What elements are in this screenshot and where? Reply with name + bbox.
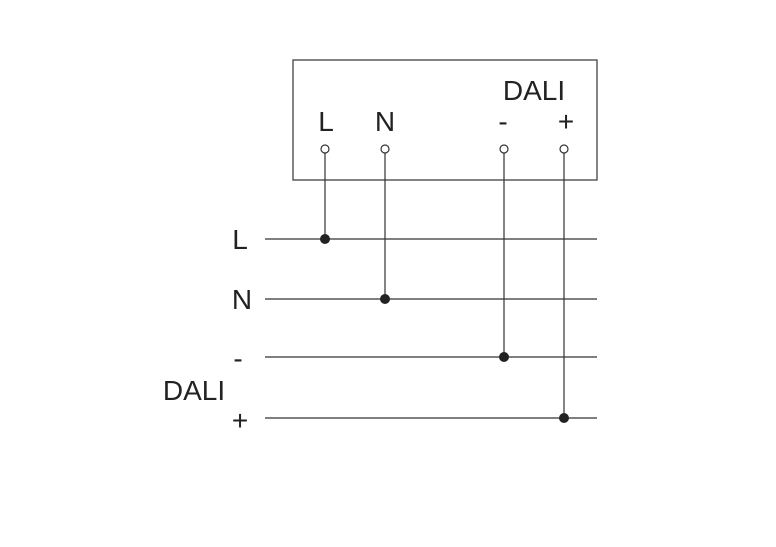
device-box <box>292 59 598 181</box>
terminal-n <box>380 144 390 154</box>
junction-n <box>380 294 390 304</box>
bus-label-dali-plus: + <box>232 405 248 436</box>
bus-dali-label: DALI <box>163 375 225 406</box>
junction-dali-minus <box>499 352 509 362</box>
bus-label-l: L <box>232 224 248 255</box>
bus-label-n: N <box>232 284 252 315</box>
terminal-dali-minus <box>499 144 509 154</box>
terminal-dali-plus <box>559 144 569 154</box>
device-terminal-label-n: N <box>375 106 395 137</box>
terminal-l <box>320 144 330 154</box>
device-terminal-label-l: L <box>318 106 334 137</box>
device-dali-label: DALI <box>503 75 565 106</box>
bus-label-dali-minus: - <box>233 343 242 374</box>
junction-l <box>320 234 330 244</box>
device-terminal-label-minus: - <box>498 106 507 137</box>
junction-dali-plus <box>559 413 569 423</box>
device-terminal-label-plus: + <box>558 106 574 137</box>
